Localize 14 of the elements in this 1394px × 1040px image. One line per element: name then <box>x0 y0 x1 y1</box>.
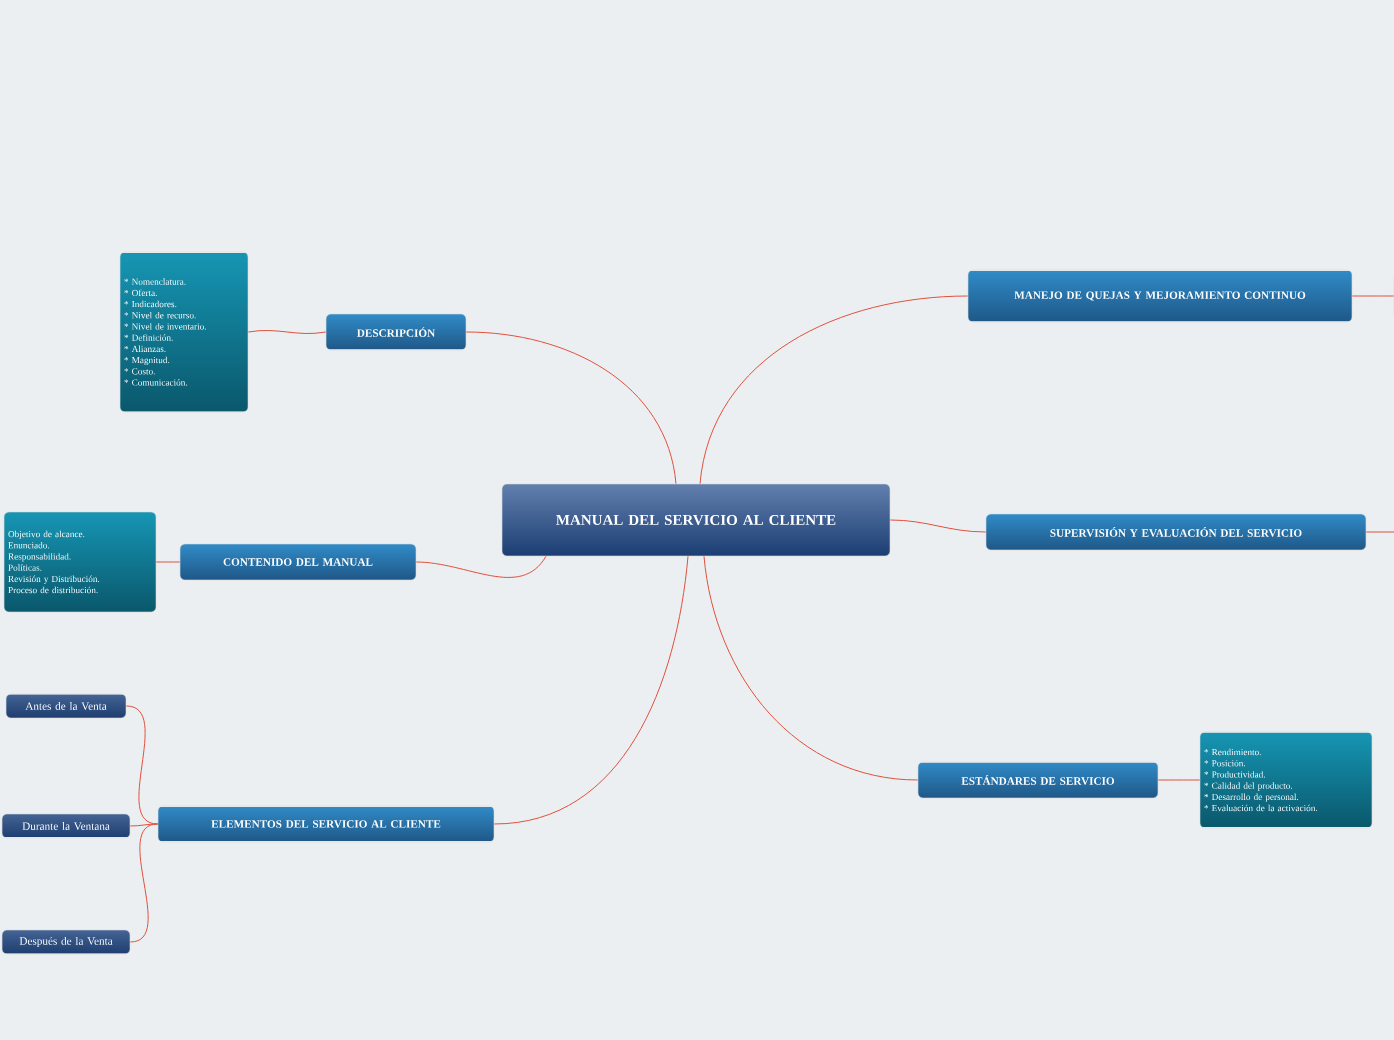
connector-line <box>125 705 159 825</box>
connector-line <box>493 555 689 825</box>
connector-line <box>889 519 987 533</box>
connector-line <box>129 823 159 943</box>
connector-line <box>1351 295 1394 297</box>
connector-line <box>703 555 919 781</box>
connector-line <box>247 330 327 334</box>
connector-line <box>155 561 181 563</box>
connector-line <box>699 295 969 485</box>
connector-line <box>129 823 159 827</box>
connector-line <box>1365 531 1394 533</box>
connector-line <box>1157 779 1201 781</box>
connector-line <box>465 331 677 485</box>
connector-line <box>415 555 547 578</box>
